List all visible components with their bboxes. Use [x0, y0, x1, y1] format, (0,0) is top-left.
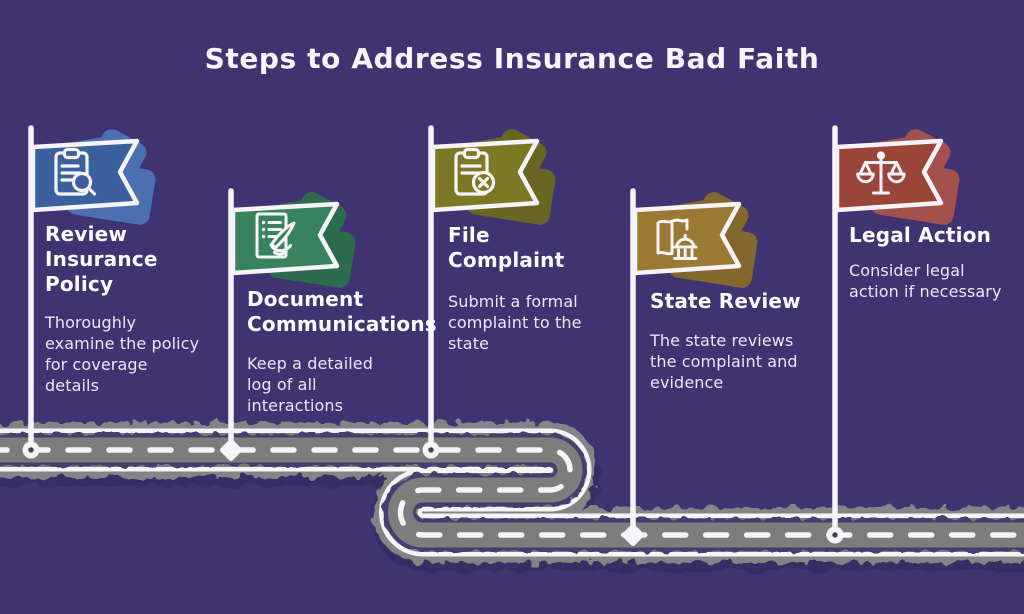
- flag-step-1: [30, 129, 156, 225]
- winding-road: [0, 422, 1024, 571]
- road-center-line: [0, 447, 1024, 538]
- step-title: Legal Action: [849, 223, 992, 247]
- clipboard-x-icon: [454, 147, 496, 196]
- step-marker-2: [220, 439, 242, 461]
- step-title: Document Communications: [247, 287, 437, 336]
- flag-step-4: [632, 192, 758, 288]
- flag-step-5: [834, 129, 960, 225]
- document-pen-icon: [255, 212, 296, 259]
- step-description: Submit a formal complaint to the state: [448, 292, 582, 353]
- flag-step-3: [430, 129, 556, 225]
- road-markers: [22, 439, 844, 546]
- page-title: Steps to Address Insurance Bad Faith: [204, 42, 820, 75]
- step-description: Consider legal action if necessary: [849, 261, 1002, 301]
- step-description: Keep a detailed log of all interactions: [247, 354, 373, 415]
- step-marker-5: [826, 526, 844, 544]
- step-marker-3: [422, 441, 440, 459]
- step-marker-4: [622, 524, 644, 546]
- scales-of-justice-icon: [856, 151, 906, 195]
- clipboard-magnifier-icon: [54, 147, 97, 196]
- step-title: Review Insurance Policy: [45, 222, 158, 296]
- step-title: File Complaint: [448, 223, 565, 272]
- map-capitol-icon: [656, 218, 698, 260]
- step-description: Thoroughly examine the policy for covera…: [45, 313, 200, 395]
- step-description: The state reviews the complaint and evid…: [650, 331, 798, 392]
- flag-step-2: [230, 192, 356, 288]
- step-title: State Review: [650, 289, 801, 313]
- step-marker-1: [22, 441, 40, 459]
